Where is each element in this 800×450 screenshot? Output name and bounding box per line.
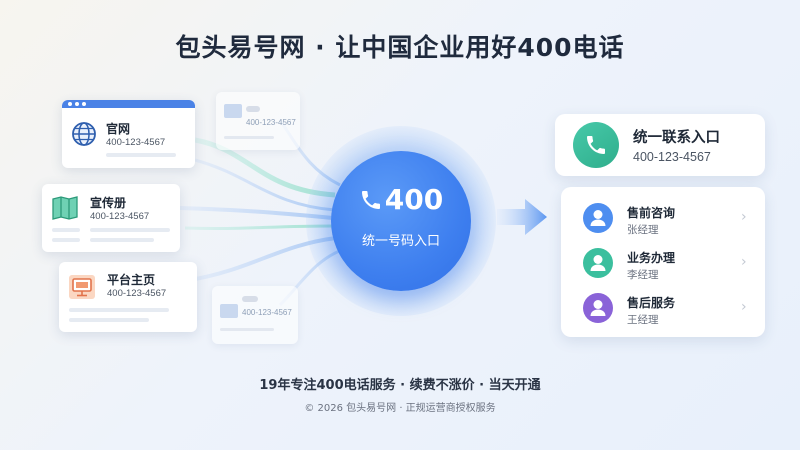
hub-circle [331, 151, 471, 291]
service-title: 售前咨询 [627, 206, 676, 220]
service-person: 李经理 [627, 269, 659, 281]
placeholder-line [52, 238, 80, 242]
window-icon [224, 104, 242, 118]
hub-subtitle: 统一号码入口 [361, 234, 440, 249]
chevron-right-icon: › [741, 209, 747, 225]
browser-bar [62, 100, 195, 108]
monitor-icon [69, 275, 95, 299]
source-name: 平台主页 [107, 273, 156, 287]
ghost-number: 400-123-4567 [246, 118, 296, 127]
arrow-right-icon [497, 199, 547, 235]
hub-number: 400 [331, 183, 471, 216]
ghost-card-top: 400-123-4567 [216, 92, 300, 150]
copyright: © 2026 包头易号网 · 正规运营商授权服务 [304, 403, 496, 414]
source-number: 400-123-4567 [90, 211, 150, 222]
services-panel: 售前咨询 张经理 › 业务办理 李经理 › 售后服务 王经理 › [561, 187, 765, 337]
globe-icon [72, 122, 96, 146]
contact-phone-badge [573, 122, 619, 168]
chevron-right-icon: › [741, 254, 747, 270]
service-row-aftersales[interactable]: 售后服务 王经理 › [561, 287, 765, 331]
contact-card[interactable]: 统一联系入口 400-123-4567 [555, 114, 765, 176]
user-avatar-icon [583, 248, 613, 278]
source-number: 400-123-4567 [106, 137, 166, 148]
service-person: 张经理 [627, 224, 659, 236]
service-title: 售后服务 [627, 296, 676, 310]
placeholder-line [69, 318, 149, 322]
ghost-label-blur [242, 296, 258, 302]
ghost-line [220, 328, 274, 331]
placeholder-line [90, 228, 170, 232]
ghost-number: 400-123-4567 [242, 308, 292, 317]
placeholder-line [90, 238, 154, 242]
page-title: 包头易号网 · 让中国企业用好400电话 [175, 33, 625, 62]
contact-number: 400-123-4567 [633, 150, 711, 164]
brochure-icon [52, 196, 78, 220]
hub-number-text: 400 [384, 183, 444, 216]
ghost-line [224, 136, 274, 139]
window-icon [220, 304, 238, 318]
placeholder-line [69, 308, 169, 312]
user-avatar-icon [583, 203, 613, 233]
source-card-brochure: 宣传册 400-123-4567 [42, 184, 180, 252]
phone-icon [361, 191, 380, 209]
ghost-label-blur [246, 106, 260, 112]
source-card-website: 官网 400-123-4567 [62, 100, 195, 168]
contact-title: 统一联系入口 [633, 130, 720, 146]
source-card-platform: 平台主页 400-123-4567 [59, 262, 197, 332]
phone-icon [587, 136, 605, 154]
source-name: 官网 [106, 122, 131, 136]
chevron-right-icon: › [741, 299, 747, 315]
ghost-card-bottom: 400-123-4567 [212, 286, 298, 344]
service-row-presales[interactable]: 售前咨询 张经理 › [561, 197, 765, 241]
service-person: 王经理 [627, 314, 659, 326]
tagline: 19年专注400电话服务 · 续费不涨价 · 当天开通 [259, 378, 541, 393]
source-number: 400-123-4567 [107, 288, 167, 299]
service-row-business[interactable]: 业务办理 李经理 › [561, 242, 765, 286]
placeholder-line [52, 228, 80, 232]
source-name: 宣传册 [90, 196, 127, 210]
user-avatar-icon [583, 293, 613, 323]
placeholder-line [106, 153, 176, 157]
service-title: 业务办理 [627, 251, 676, 265]
